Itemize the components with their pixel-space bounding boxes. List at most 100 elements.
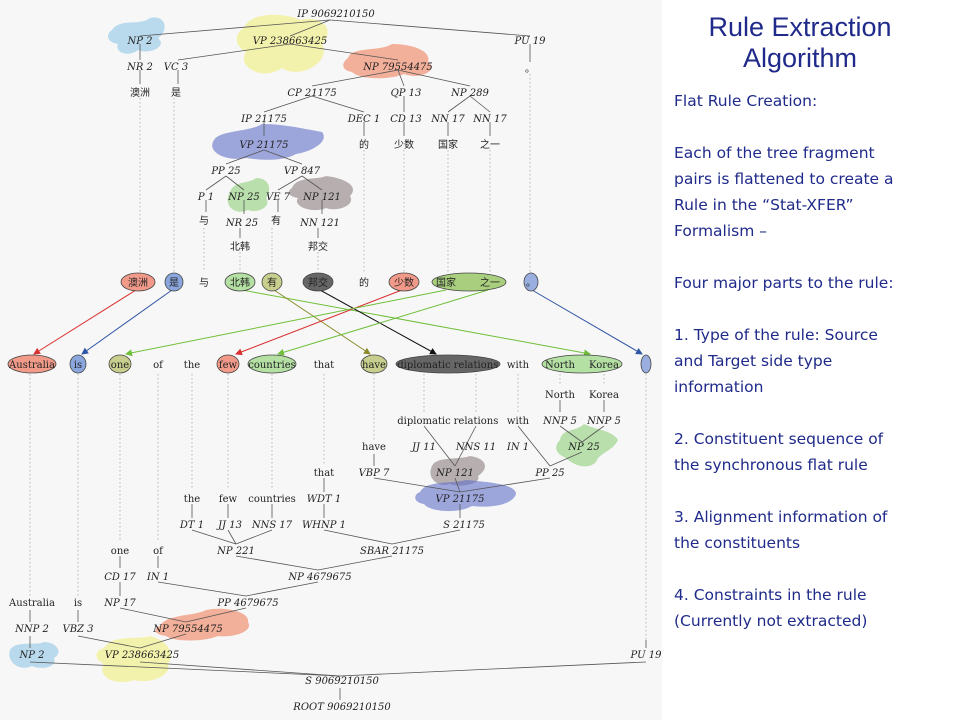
word-countries: countries [248,494,296,505]
node-np121: NP 121 [302,192,341,203]
spacer [674,296,924,322]
target-tree-edges [29,400,647,700]
node-np2: NP 2 [126,36,152,47]
chain-beihan [224,272,256,292]
slide-title: Rule Extraction Algorithm [680,12,920,74]
node-vp238: VP 238663425 [253,36,327,47]
node-np79t: NP 79554475 [152,624,223,635]
blob-vp21175-target [415,480,516,512]
word-of: of [153,546,164,557]
slide-title-line-1: Rule Extraction [708,12,892,42]
word-is: is [74,598,82,609]
blob-np-source [343,44,432,79]
node-np17: NP 17 [103,598,136,609]
node-nnp5a: NNP 5 [542,416,577,427]
node-root: ROOT 9069210150 [292,702,391,713]
word-diplomatic: diplomatic [397,416,451,427]
chain-you [261,272,283,292]
chain-word-you: 有 [267,276,277,289]
word-with: with [507,416,530,427]
word-shaoshu: 少数 [394,138,414,151]
chain-word-guojia: 国家 [436,276,456,289]
blob-vp-target [96,636,171,683]
node-cd13: CD 13 [390,114,422,125]
node-np2t: NP 2 [18,650,44,661]
target-word-chain [7,354,652,374]
node-nr2: NR 2 [126,62,153,73]
parts-intro: Four major parts to the rule: [674,274,894,292]
node-ve7: VE 7 [266,192,291,203]
intro-line-1: Each of the tree fragment [674,144,875,162]
word-few: few [219,494,238,505]
word-guojia: 国家 [438,138,458,151]
node-np79: NP 79554475 [362,62,433,73]
word-shi: 是 [171,87,181,99]
node-jj11: JJ 11 [410,442,436,453]
chain-shi [164,272,184,292]
spacer [674,244,924,270]
source-tree-labels: IP 9069210150 NP 2 VP 238663425 PU 19 NR… [126,9,546,253]
node-whnp1: WHNP 1 [302,520,346,531]
parse-tree-panel: 澳洲 是 与 北韩 有 邦交 的 少数 国家 之一 。 Australia is… [7,9,662,713]
part-1-line-1: 1. Type of the rule: Source [674,326,878,344]
chain-word-beihan: 北韩 [230,276,250,289]
node-in1a: IN 1 [506,442,529,453]
word-relations: relations [454,416,499,427]
node-vbz3: VBZ 3 [62,624,93,635]
chain-word-that: that [314,360,334,371]
target-chain-text: Australia is one of the few countries th… [8,360,619,371]
intro-line-3: Rule in the “Stat-XFER” [674,196,854,214]
blob-np25-source [227,178,270,212]
chain-word-few: few [219,360,238,371]
word-the: the [184,494,200,505]
chain-word-de: 的 [359,276,369,289]
chain-word-of: of [153,360,164,371]
spacer [674,114,924,140]
node-nnp2: NNP 2 [14,624,49,635]
node-vp21175: VP 21175 [240,140,289,151]
node-sbar: SBAR 21175 [360,546,424,557]
node-ip21175: IP 21175 [240,114,287,125]
section-heading: Flat Rule Creation: [674,92,818,110]
part-1-line-3: information [674,378,764,396]
chain-word-aozhou: 澳洲 [128,276,148,289]
spacer [674,400,924,426]
node-nn121: NN 121 [299,218,340,229]
part-4-line-1: 4. Constraints in the rule [674,586,867,604]
part-3-line-2: the constituents [674,534,801,552]
chain-word-diplomatic: diplomatic [397,360,451,371]
node-np221: NP 221 [216,546,255,557]
word-bangjiao: 邦交 [308,240,328,253]
chain-word-australia: Australia [8,360,55,371]
word-that: that [314,468,334,479]
part-4-line-2: (Currently not extracted) [674,612,868,630]
chain-guojia-zhiyi [431,272,507,292]
node-nns11: NNS 11 [455,442,496,453]
chain-word-north: North [545,360,576,371]
node-p1: P 1 [197,192,214,203]
chain-word-korea: Korea [589,360,619,371]
part-2-line-1: 2. Constituent sequence of [674,430,884,448]
chain-word-shi: 是 [169,277,179,289]
chain-countries [247,354,297,374]
chain-word-zhiyi: 之一 [480,276,500,289]
intro-line-4: Formalism – [674,222,768,240]
node-cd17: CD 17 [104,572,136,583]
spacer [674,556,924,582]
blob-np121-target [430,456,485,486]
node-in1b: IN 1 [146,572,169,583]
source-word-chain [120,272,539,292]
word-period: 。 [525,64,535,75]
node-nn17a: NN 17 [430,114,465,125]
source-tree-edges [139,19,531,238]
node-s21175: S 21175 [443,520,485,531]
chain-period [523,272,539,292]
blob-np2-source [108,17,165,54]
aligned-parse-trees-diagram: 澳洲 是 与 北韩 有 邦交 的 少数 国家 之一 。 Australia is… [7,9,662,713]
chain-aozhou [120,272,156,292]
node-cp: CP 21175 [287,88,336,99]
blob-vp-source [236,14,328,74]
chain-one [108,354,132,374]
node-pp25: PP 25 [210,166,240,177]
chain-word-shaoshu: 少数 [394,276,414,289]
